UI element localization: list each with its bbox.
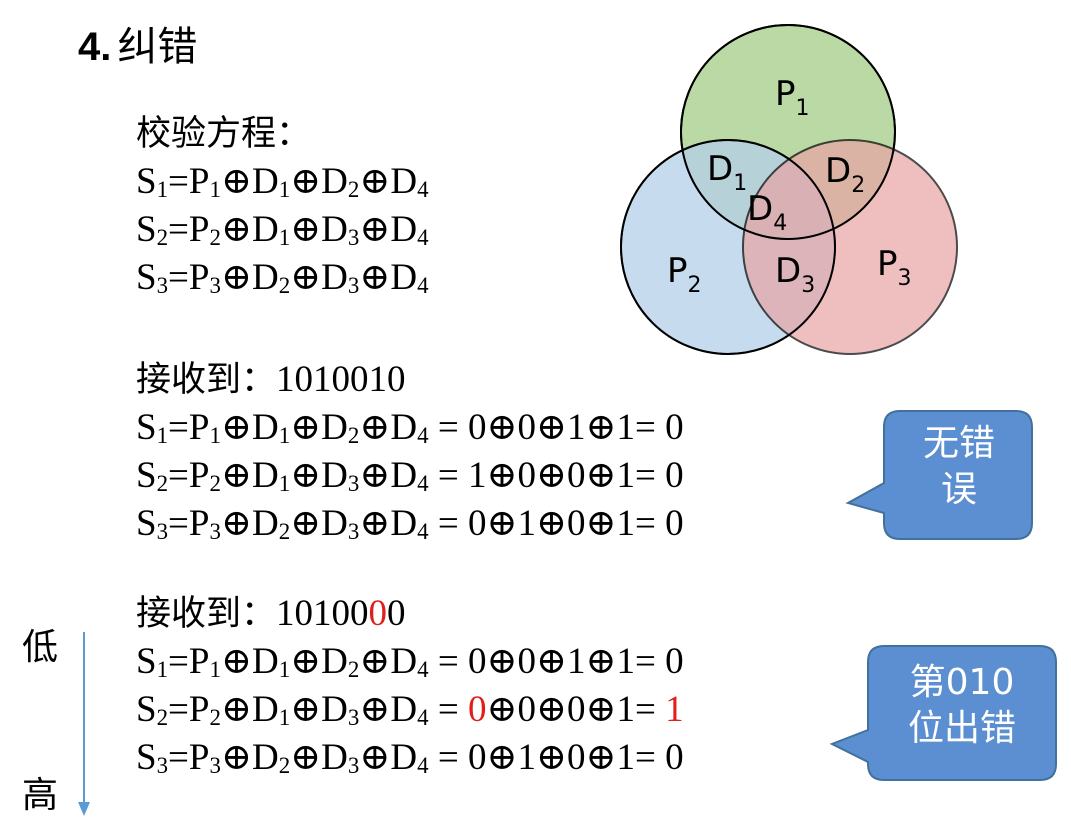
example1-eq2: S2=P2⊕D1⊕D3⊕D4 = 1⊕0⊕0⊕1= 0 xyxy=(136,455,684,497)
venn-label-p1: P1 xyxy=(775,74,810,121)
venn-diagram: P1 P2 P3 D1 D2 D3 D4 xyxy=(620,24,958,355)
example2-eq2: S2=P2⊕D1⊕D3⊕D4 = 0⊕0⊕0⊕1= 1 xyxy=(136,689,684,731)
venn-label-d3: D3 xyxy=(775,251,815,298)
check-equation-3: S3=P3⊕D2⊕D3⊕D4 xyxy=(136,257,429,299)
example2-eq3: S3=P3⊕D2⊕D3⊕D4 = 0⊕1⊕0⊕1= 0 xyxy=(136,737,684,779)
example1-received: 接收到：1010010 xyxy=(136,359,406,400)
venn-label-d2: D2 xyxy=(825,151,865,198)
axis-low-label: 低 xyxy=(22,627,59,668)
title-text: 纠错 xyxy=(117,24,198,70)
example2-eq1: S1=P1⊕D1⊕D2⊕D4 = 0⊕0⊕1⊕1= 0 xyxy=(136,641,684,683)
title-number: 4. xyxy=(78,25,112,69)
callout-no-error xyxy=(845,410,1033,540)
error-bit: 0 xyxy=(368,593,388,634)
example2-received: 接收到：1010000 xyxy=(136,593,406,634)
venn-label-p2: P2 xyxy=(667,251,702,298)
check-equation-2: S2=P2⊕D1⊕D3⊕D4 xyxy=(136,209,429,251)
check-equation-1: S1=P1⊕D1⊕D2⊕D4 xyxy=(136,161,429,203)
venn-label-d4: D4 xyxy=(747,189,787,236)
venn-label-d1: D1 xyxy=(707,149,747,196)
axis-arrow xyxy=(78,632,90,816)
venn-label-p3: P3 xyxy=(877,244,912,291)
venn-circle-p3 xyxy=(742,139,958,355)
slide-title: 4.纠错 xyxy=(78,22,197,72)
example1-eq1: S1=P1⊕D1⊕D2⊕D4 = 0⊕0⊕1⊕1= 0 xyxy=(136,407,684,449)
example1-eq3: S3=P3⊕D2⊕D3⊕D4 = 0⊕1⊕0⊕1= 0 xyxy=(136,503,684,545)
callout-error-position xyxy=(829,645,1057,781)
callout-no-error-text: 无错 误 xyxy=(922,423,995,510)
axis-high-label: 高 xyxy=(22,775,59,816)
callout-error-position-text: 第010 位出错 xyxy=(907,662,1016,749)
check-equations-label: 校验方程： xyxy=(136,114,312,154)
